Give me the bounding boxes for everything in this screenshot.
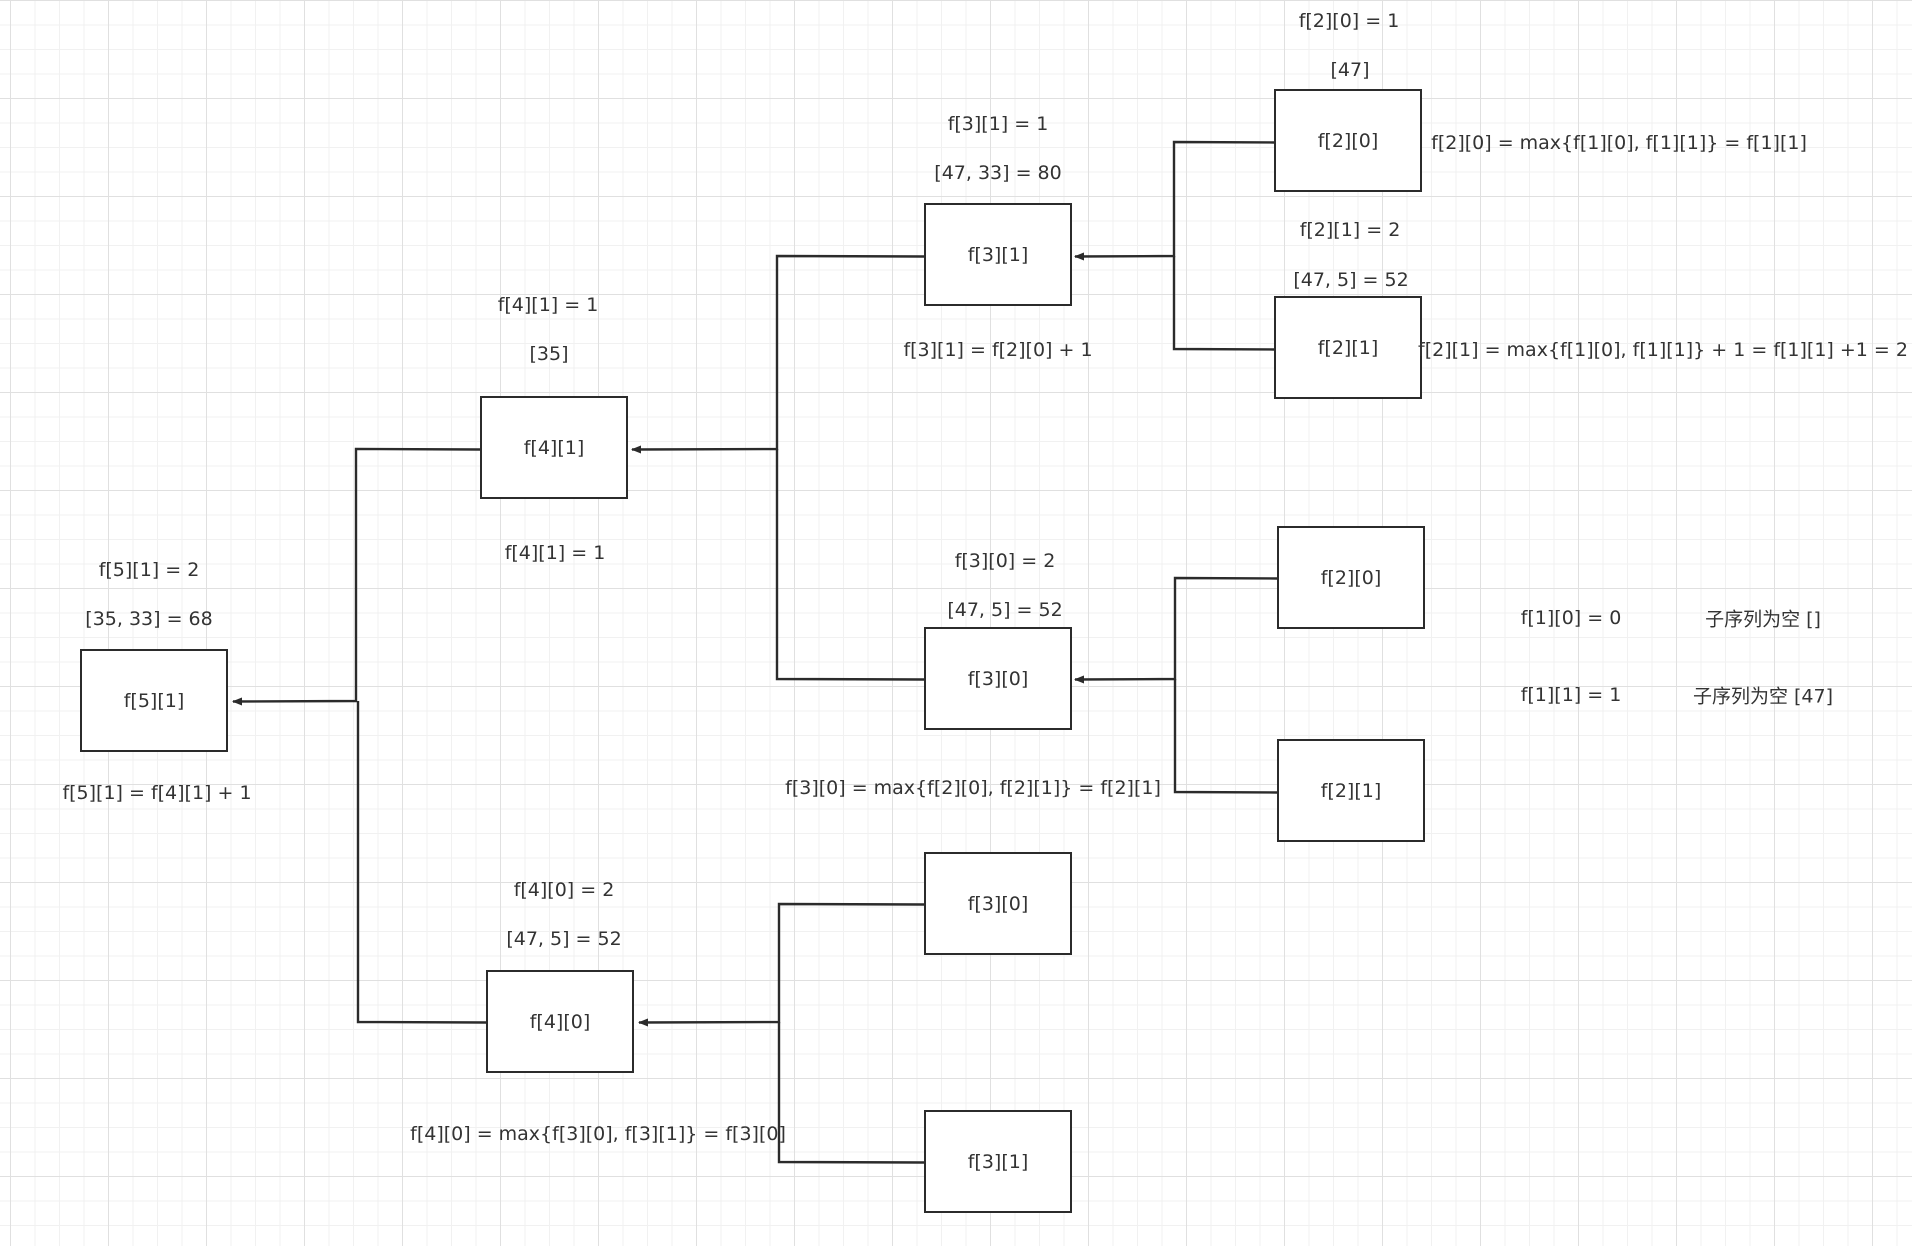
node-f3-1-state: f[3][1] = 1 xyxy=(947,113,1049,135)
node-f2-0-top[interactable]: f[2][0] xyxy=(1274,89,1422,192)
edge-f21b-to-f30a xyxy=(1173,679,1278,794)
edge-f41-to-f51 xyxy=(232,447,481,706)
node-f3-0-middle[interactable]: f[3][0] xyxy=(924,627,1072,730)
edge-f31b-to-f40 xyxy=(777,1022,925,1164)
node-f2-1-state: f[2][1] = 2 xyxy=(1299,219,1401,241)
node-f4-1[interactable]: f[4][1] xyxy=(480,396,628,499)
node-f3-1-subseq: [47, 33] = 80 xyxy=(934,162,1062,184)
node-f3-0-subseq: [47, 5] = 52 xyxy=(947,599,1063,621)
base-case-f1-0-value: f[1][0] = 0 xyxy=(1520,607,1622,629)
node-f5-1-state: f[5][1] = 2 xyxy=(98,559,200,581)
node-f2-0-state: f[2][0] = 1 xyxy=(1298,10,1400,32)
node-f2-1-formula: f[2][1] = max{f[1][0], f[1][1]} + 1 = f[… xyxy=(1418,339,1908,361)
base-case-f1-1-note: 子序列为空 [47] xyxy=(1692,685,1834,708)
node-f2-1-top[interactable]: f[2][1] xyxy=(1274,296,1422,399)
node-f4-1-state: f[4][1] = 1 xyxy=(497,294,599,316)
node-f2-0-subseq: [47] xyxy=(1330,59,1370,81)
node-f4-0[interactable]: f[4][0] xyxy=(486,970,634,1073)
edge-f31a-to-f41 xyxy=(631,254,925,454)
node-f2-1-lower[interactable]: f[2][1] xyxy=(1277,739,1425,842)
node-f4-1-subseq: [35] xyxy=(529,343,569,365)
node-f5-1[interactable]: f[5][1] xyxy=(80,649,228,752)
edge-f40-to-f51 xyxy=(356,701,487,1024)
node-f3-1-bottom[interactable]: f[3][1] xyxy=(924,1110,1072,1213)
edge-f20b-to-f30a xyxy=(1074,576,1278,684)
base-case-f1-0-note: 子序列为空 [] xyxy=(1705,608,1821,631)
edge-f30a-to-f41 xyxy=(775,449,925,681)
edge-f20a-to-f31a xyxy=(1074,140,1275,261)
edge-f30b-to-f40 xyxy=(638,902,925,1027)
base-case-f1-1-value: f[1][1] = 1 xyxy=(1520,684,1622,706)
node-f4-0-subseq: [47, 5] = 52 xyxy=(506,928,622,950)
node-f3-1-formula: f[3][1] = f[2][0] + 1 xyxy=(903,339,1093,361)
node-f4-0-state: f[4][0] = 2 xyxy=(513,879,615,901)
node-f3-1-top[interactable]: f[3][1] xyxy=(924,203,1072,306)
node-f2-0-lower[interactable]: f[2][0] xyxy=(1277,526,1425,629)
node-f5-1-formula: f[5][1] = f[4][1] + 1 xyxy=(62,782,252,804)
node-f3-0-formula: f[3][0] = max{f[2][0], f[2][1]} = f[2][1… xyxy=(785,777,1161,799)
node-f3-0-state: f[3][0] = 2 xyxy=(954,550,1056,572)
node-f3-0-lower[interactable]: f[3][0] xyxy=(924,852,1072,955)
node-f2-1-subseq: [47, 5] = 52 xyxy=(1293,269,1409,291)
node-f5-1-subseq: [35, 33] = 68 xyxy=(85,608,213,630)
node-f4-0-formula: f[4][0] = max{f[3][0], f[3][1]} = f[3][0… xyxy=(410,1123,786,1145)
edge-f21a-to-f31a xyxy=(1172,256,1275,351)
node-f4-1-formula: f[4][1] = 1 xyxy=(504,542,606,564)
node-f2-0-formula: f[2][0] = max{f[1][0], f[1][1]} = f[1][1… xyxy=(1431,132,1807,154)
